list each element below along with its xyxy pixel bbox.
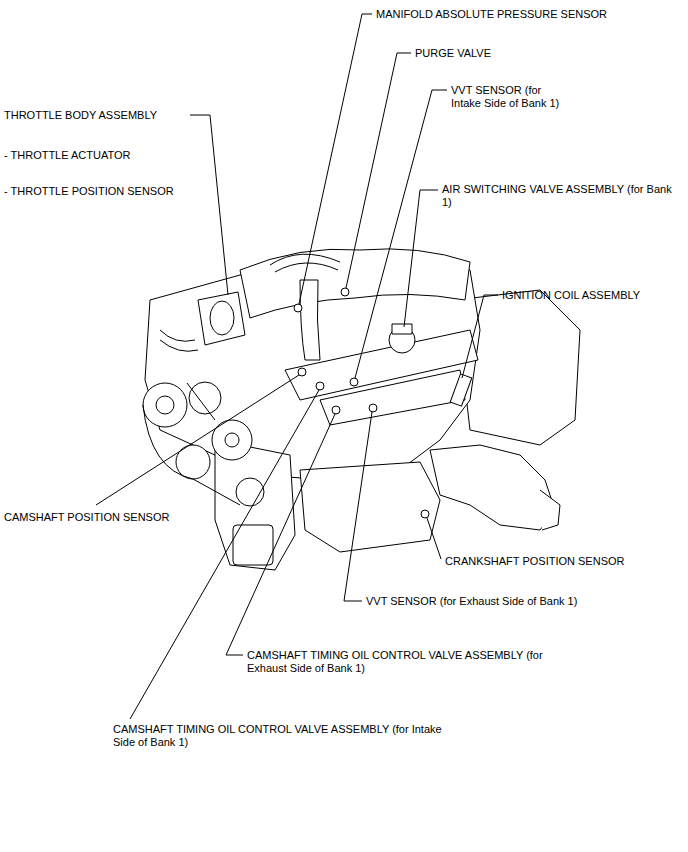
bracket [233, 525, 273, 565]
part-label: CAMSHAFT TIMING OIL CONTROL VALVE ASSEMB… [247, 649, 582, 675]
leader-line [344, 412, 372, 601]
hose [270, 254, 340, 272]
pulley [225, 433, 239, 447]
sensor [298, 368, 306, 376]
part-label: VVT SENSOR (for Intake Side of Bank 1) [451, 84, 573, 110]
leader-line [355, 90, 447, 378]
part-label: PURGE VALVE [415, 47, 491, 60]
pulley [236, 478, 264, 506]
leader-line [190, 115, 228, 295]
part-label: MANIFOLD ABSOLUTE PRESSURE SENSOR [376, 8, 607, 21]
leader-line [427, 518, 441, 559]
sensor [294, 304, 302, 312]
sensor [369, 404, 377, 412]
sensor [421, 510, 429, 518]
leader-line [346, 53, 411, 288]
pulley [189, 382, 221, 414]
throttle-bore [210, 301, 234, 335]
leader-line [462, 295, 498, 378]
exhaust-pipe [540, 490, 560, 530]
part-label: VVT SENSOR (for Exhaust Side of Bank 1) [366, 595, 577, 608]
sensor [341, 288, 349, 296]
sensor [316, 382, 324, 390]
oil-pan [300, 462, 440, 552]
leader-line [226, 414, 335, 655]
catalytic-converter [430, 445, 555, 530]
intake-pipe [300, 280, 320, 360]
sensor [350, 378, 358, 386]
part-label: THROTTLE BODY ASSEMBLY [4, 109, 157, 122]
air-switching-valve [392, 324, 412, 334]
pulley [156, 396, 174, 414]
pulley [143, 383, 187, 427]
part-label: CAMSHAFT TIMING OIL CONTROL VALVE ASSEMB… [113, 723, 448, 749]
ignition-coil [450, 374, 472, 406]
part-label: IGNITION COIL ASSEMBLY [502, 289, 640, 302]
part-label: - THROTTLE ACTUATOR [4, 149, 131, 162]
exhaust-manifold [320, 370, 465, 425]
sensor [332, 406, 340, 414]
part-label: AIR SWITCHING VALVE ASSEMBLY (for Bank 1… [442, 183, 680, 209]
hose [160, 330, 198, 351]
leader-line [404, 190, 438, 327]
part-label: - THROTTLE POSITION SENSOR [4, 185, 174, 198]
pulley [212, 420, 252, 460]
leader-line [96, 375, 299, 505]
leader-line [299, 14, 372, 304]
intake-manifold [240, 249, 470, 318]
part-label: CRANKSHAFT POSITION SENSOR [445, 555, 625, 568]
throttle-body [198, 292, 245, 345]
part-label: CAMSHAFT POSITION SENSOR [4, 511, 169, 524]
